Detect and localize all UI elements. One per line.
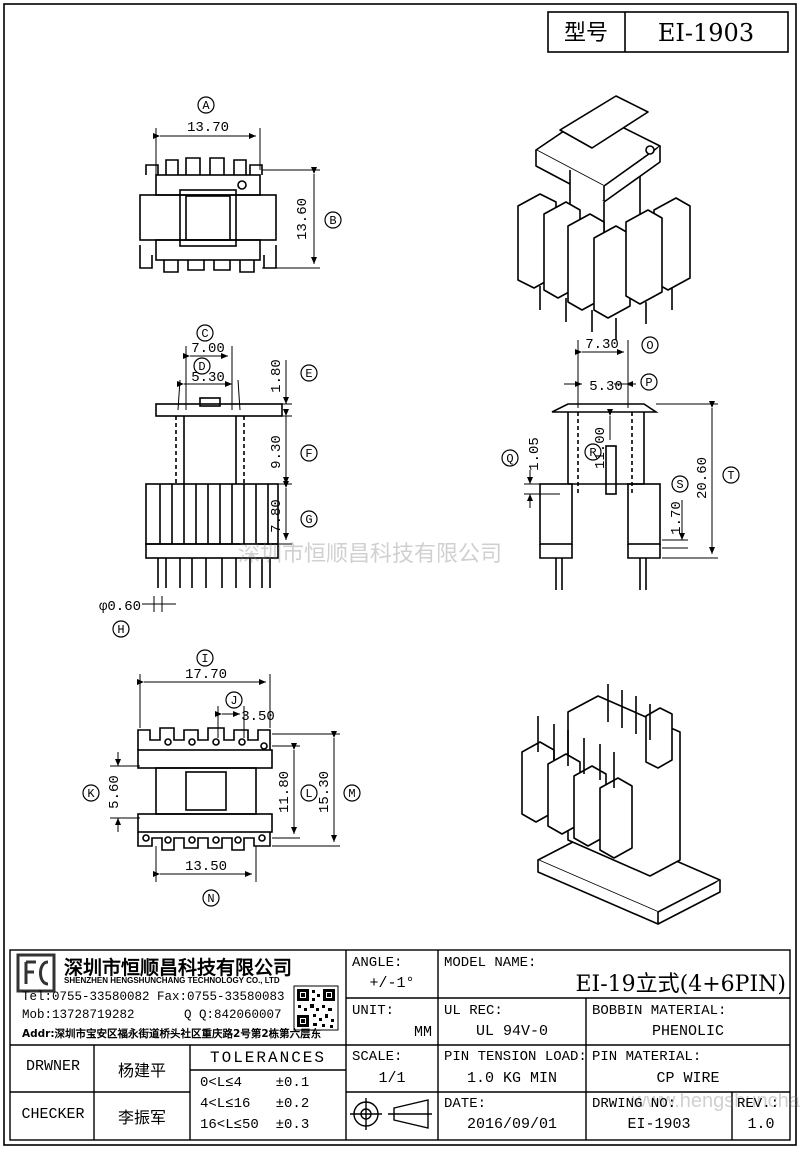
dim-n-value: 13.50 <box>185 859 227 875</box>
tag-s: S <box>676 478 683 492</box>
ul-rec-value: UL 94V-0 <box>475 1023 548 1040</box>
dim-t-value: 20.60 <box>695 457 711 499</box>
tag-q: Q <box>506 452 513 466</box>
tolerances-title: TOLERANCES <box>209 1049 326 1067</box>
dim-b-value: 13.60 <box>295 198 311 240</box>
dim-g-value: 7.80 <box>269 499 285 533</box>
company-tel: Tel:0755-33580082 Fax:0755-33580083 <box>22 990 285 1004</box>
isometric-view-top <box>517 95 691 340</box>
tag-g: G <box>305 513 312 527</box>
tag-t: T <box>727 469 734 483</box>
dim-m-value: 15.30 <box>317 771 333 813</box>
dim-o-value: 7.30 <box>585 337 619 353</box>
tag-b: B <box>329 214 336 228</box>
tag-c: C <box>201 327 208 341</box>
pin-material-label: PIN MATERIAL: <box>592 1049 702 1065</box>
model-name-label: MODEL NAME: <box>444 955 537 971</box>
tag-k: K <box>87 787 95 801</box>
callout-letters: A B C D E F G H I J K L M N O P Q R S T <box>87 99 734 906</box>
tag-o: O <box>646 339 653 353</box>
dim-q-value: 1.05 <box>527 437 543 471</box>
drwner-name: 杨建平 <box>117 1061 166 1080</box>
tag-r: R <box>589 446 596 460</box>
company-address: Addr:深圳市宝安区福永街道桥头社区重庆路2号第2栋第六层东 <box>22 1028 322 1040</box>
dim-c-value: 7.00 <box>191 341 225 357</box>
company-logo <box>16 953 56 993</box>
tag-j: J <box>230 694 237 708</box>
date-value: 2016/09/01 <box>466 1116 557 1133</box>
dim-l-value: 11.80 <box>277 771 293 813</box>
tolerance-row-2: 4<L≤16 ±0.2 <box>200 1096 310 1112</box>
drawing-no-label: DRWING NO: <box>592 1096 677 1112</box>
isometric-view-bottom <box>521 684 721 925</box>
side-view-dims <box>524 340 718 559</box>
front-view <box>145 397 283 588</box>
company-name-en: SHENZHEN HENGSHUNCHANG TECHNOLOGY CO., L… <box>64 976 280 985</box>
bottom-view <box>137 727 273 851</box>
tag-e: E <box>305 367 312 381</box>
tag-l: L <box>305 787 312 801</box>
pin-material-value: CP WIRE <box>656 1070 720 1087</box>
watermark-url: www.hengshunchang.com <box>632 1090 800 1112</box>
tag-a: A <box>202 99 210 113</box>
angle-label: ANGLE: <box>352 955 403 971</box>
dim-k-value: 5.60 <box>107 775 123 809</box>
side-view <box>539 403 661 590</box>
front-view-dims <box>142 346 292 612</box>
tolerance-row-3: 16<L≤50 ±0.3 <box>200 1117 310 1133</box>
pin-tension-value: 1.0 KG MIN <box>466 1070 557 1087</box>
tag-p: P <box>645 376 652 390</box>
pin-tension-label: PIN TENSION LOAD: <box>444 1049 587 1065</box>
checker-name: 李振军 <box>117 1108 166 1127</box>
unit-value: MM <box>413 1024 432 1041</box>
tag-n: N <box>207 892 214 906</box>
rev-value: 1.0 <box>747 1116 775 1133</box>
checker-label: CHECKER <box>21 1106 85 1123</box>
company-qq: Q Q:842060007 <box>184 1008 282 1022</box>
model-number: EI-1903 <box>658 19 754 47</box>
tag-i: I <box>201 652 208 666</box>
bobbin-material-value: PHENOLIC <box>651 1023 724 1040</box>
company-name-cn: 深圳市恒顺昌科技有限公司 <box>64 957 293 979</box>
tag-h: H <box>117 623 124 637</box>
dim-d-value: 5.30 <box>191 370 225 386</box>
projection-symbol-icon <box>350 1098 432 1130</box>
dim-f-value: 9.30 <box>269 435 285 469</box>
dim-p-value: 5.30 <box>589 379 623 395</box>
date-label: DATE: <box>444 1096 487 1112</box>
dim-e-value: 1.80 <box>269 359 285 393</box>
dim-s-value: 1.70 <box>669 501 685 535</box>
callout-tags <box>82 96 740 907</box>
qr-code <box>293 985 339 1031</box>
header-box: 型号 EI-1903 <box>547 11 789 53</box>
unit-label: UNIT: <box>352 1003 395 1019</box>
dim-i-value: 17.70 <box>185 667 227 683</box>
tolerance-row-1: 0<L≤4 ±0.1 <box>200 1075 310 1091</box>
top-view <box>139 157 277 273</box>
top-view-dims <box>153 128 320 269</box>
drwner-label: DRWNER <box>25 1058 80 1075</box>
dim-j-value: 3.50 <box>241 709 275 725</box>
model-label: 型号 <box>564 21 608 46</box>
company-mob: Mob:13728719282 <box>22 1008 135 1022</box>
bottom-view-dims <box>110 674 340 882</box>
scale-value: 1/1 <box>378 1070 406 1087</box>
watermark-company: 深圳市恒顺昌科技有限公司 <box>238 542 503 567</box>
title-block-grid <box>9 949 791 1141</box>
tag-f: F <box>305 447 312 461</box>
dim-a-value: 13.70 <box>187 120 229 136</box>
angle-value: +/-1° <box>369 975 415 992</box>
scale-label: SCALE: <box>352 1049 403 1065</box>
dim-h-value: φ0.60 <box>99 599 141 615</box>
bobbin-material-label: BOBBIN MATERIAL: <box>592 1003 727 1019</box>
model-name-value: EI-19立式(4+6PIN) <box>575 972 786 997</box>
tag-m: M <box>348 787 355 801</box>
drawing-no-value: EI-1903 <box>627 1116 691 1133</box>
tag-d: D <box>198 360 205 374</box>
outer-frame <box>3 3 797 1146</box>
ul-rec-label: UL REC: <box>444 1003 503 1019</box>
rev-label: REV.: <box>737 1096 780 1112</box>
